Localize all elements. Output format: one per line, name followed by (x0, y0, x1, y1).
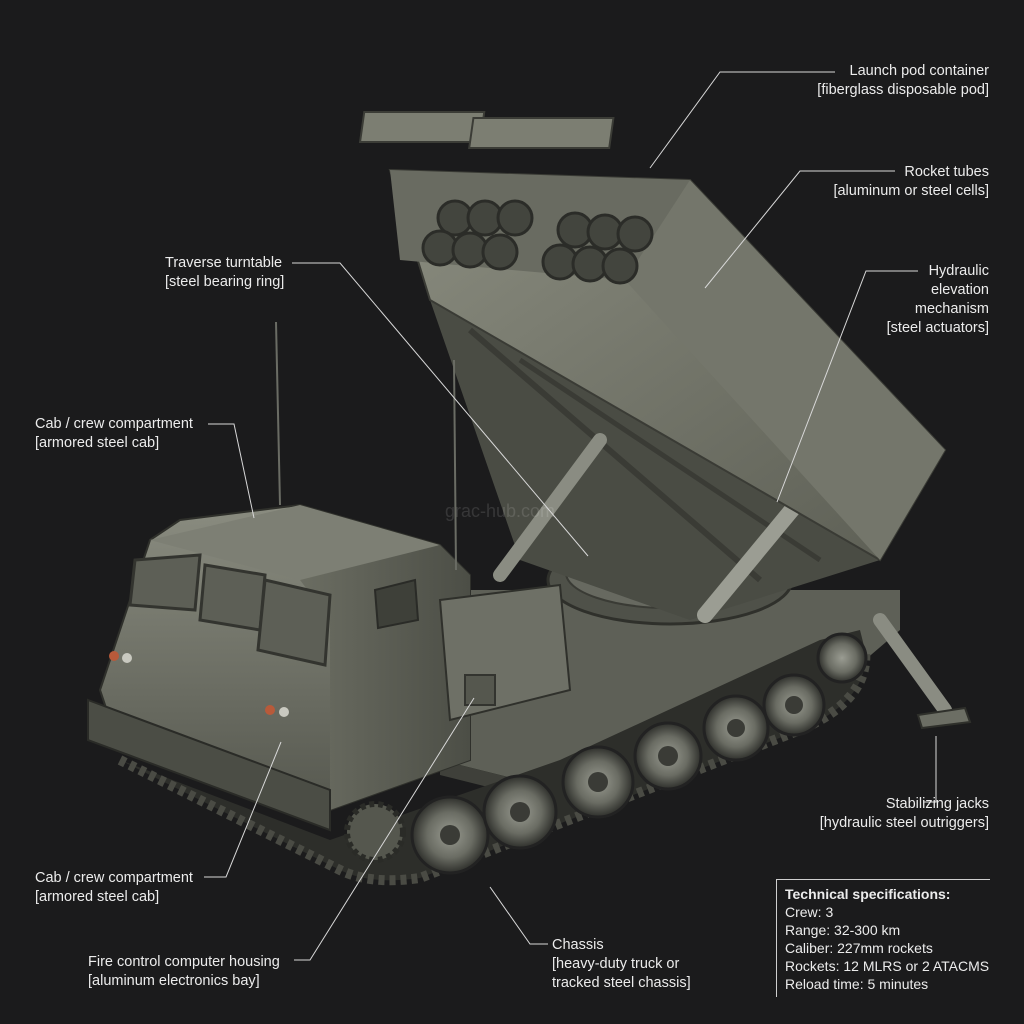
label-title: Stabilizing jacks (885, 796, 989, 812)
label-sub: [aluminum or steel cells] (833, 183, 989, 199)
label-sub: [fiberglass disposable pod] (817, 82, 989, 98)
label-title: Traverse turntable (165, 255, 283, 271)
label-cab-bottom: Cab / crew compartment [armored steel ca… (35, 869, 193, 907)
specs-side-rule (776, 879, 777, 997)
label-rocket-tubes: Rocket tubes [aluminum or steel cells] (833, 163, 989, 201)
label-title: Cab / crew compartment (35, 870, 193, 886)
antenna (453, 359, 457, 571)
specs-caliber: Caliber: 227mm rockets (785, 940, 933, 956)
label-stabilizing: Stabilizing jacks [hydraulic steel outri… (820, 795, 989, 833)
leader-fire-control (294, 697, 475, 961)
label-title: Chassis (552, 937, 604, 953)
leader-launch-pod (649, 71, 835, 169)
label-title: Launch pod container (849, 63, 989, 79)
road-wheels (344, 632, 868, 875)
hydraulic-actuators (493, 433, 808, 623)
leader-traverse (292, 262, 589, 557)
specs-range: Range: 32-300 km (785, 922, 901, 938)
cab-louvers (128, 553, 332, 667)
drive-sprocket (344, 801, 406, 863)
label-line1: Hydraulic (928, 263, 989, 279)
label-title: Fire control computer housing (88, 954, 280, 970)
leader-rocket-tubes (704, 170, 895, 289)
crew-cab (87, 503, 471, 832)
specs-crew: Crew: 3 (785, 904, 834, 920)
stabilizing-jack (873, 613, 972, 730)
label-sub: [armored steel cab] (35, 889, 160, 905)
leader-lines (204, 71, 937, 961)
label-title: Cab / crew compartment (35, 416, 193, 432)
label-line3: mechanism (914, 301, 989, 317)
leader-stabilizing (924, 736, 937, 803)
specs-rockets: Rockets: 12 MLRS or 2 ATACMS (785, 958, 990, 974)
leader-cab-top (208, 423, 255, 519)
leader-hydraulic (776, 270, 918, 503)
fire-control-housing (438, 583, 572, 722)
label-sub: [aluminum electronics bay] (88, 973, 260, 989)
specs-top-rule (776, 879, 990, 880)
label-sub: [steel bearing ring] (165, 274, 285, 290)
leader-chassis (489, 886, 548, 945)
label-sub1: [heavy-duty truck or (552, 956, 680, 972)
label-title: Rocket tubes (904, 164, 989, 180)
specs-heading: Technical specifications: (785, 886, 951, 902)
label-sub2: tracked steel chassis] (552, 975, 691, 991)
rocket-tubes (421, 199, 654, 285)
label-sub: [hydraulic steel outriggers] (819, 815, 989, 831)
label-hydraulic: Hydraulic elevation mechanism [steel act… (887, 262, 989, 338)
cab-window (373, 578, 420, 630)
label-sub: [steel actuators] (886, 320, 989, 336)
technical-specifications: Technical specifications: Crew: 3 Range:… (785, 885, 989, 993)
antenna (275, 321, 281, 506)
label-launch-pod: Launch pod container [fiberglass disposa… (817, 62, 989, 100)
label-line2: elevation (930, 282, 989, 298)
watermark: grac-hub.com (445, 501, 556, 521)
label-traverse: Traverse turntable [steel bearing ring] (165, 254, 284, 292)
label-fire-control: Fire control computer housing [aluminum … (88, 953, 280, 991)
label-chassis: Chassis [heavy-duty truck or tracked ste… (552, 936, 691, 993)
idler-wheel (816, 632, 868, 684)
label-cab-top: Cab / crew compartment [armored steel ca… (35, 415, 193, 453)
specs-reload: Reload time: 5 minutes (785, 976, 929, 992)
label-sub: [armored steel cab] (35, 435, 160, 451)
leader-cab-bottom (204, 741, 282, 878)
